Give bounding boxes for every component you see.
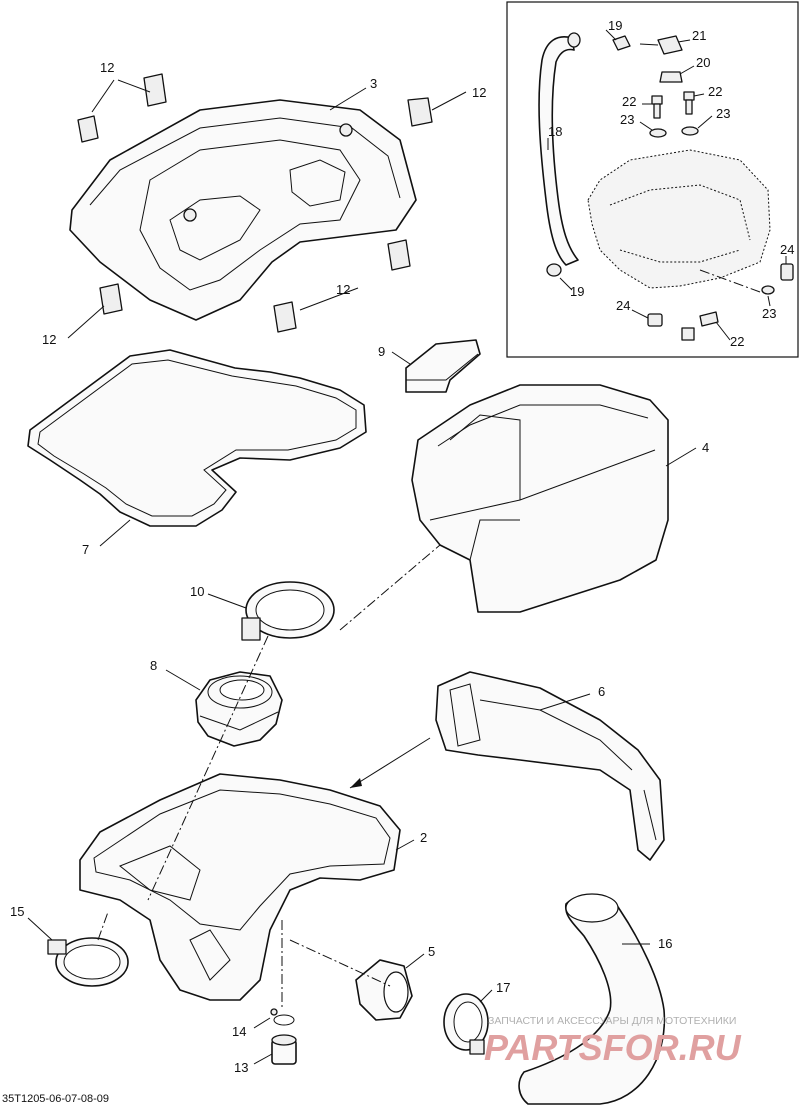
callout-21: 21 bbox=[692, 28, 706, 43]
callout-22-b: 22 bbox=[708, 84, 722, 99]
part-22-bolt-a bbox=[651, 95, 663, 119]
callout-18: 18 bbox=[548, 124, 562, 139]
part-13-drain-plug bbox=[271, 1034, 297, 1065]
callout-12-d: 12 bbox=[42, 332, 56, 347]
callout-24-b: 24 bbox=[616, 298, 630, 313]
part-12-clip-e bbox=[273, 301, 297, 333]
callout-10: 10 bbox=[190, 584, 204, 599]
part-20-cap bbox=[659, 71, 683, 83]
callout-9: 9 bbox=[378, 344, 385, 359]
part-15-hose-clamp bbox=[47, 937, 129, 987]
callout-19-b: 19 bbox=[570, 284, 584, 299]
callout-6: 6 bbox=[598, 684, 605, 699]
callout-15: 15 bbox=[10, 904, 24, 919]
part-12-clip-f bbox=[99, 283, 123, 315]
callout-24-a: 24 bbox=[780, 242, 794, 257]
callout-12-c: 12 bbox=[336, 282, 350, 297]
part-23-washer-right bbox=[761, 285, 775, 295]
part-17-hose-clamp bbox=[443, 993, 489, 1055]
part-23-washer-b bbox=[681, 126, 699, 136]
callout-20: 20 bbox=[696, 55, 710, 70]
callout-4: 4 bbox=[702, 440, 709, 455]
part-22-bolt-b bbox=[683, 91, 695, 115]
part-24-nut-lower bbox=[647, 313, 663, 327]
part-5-adapter bbox=[355, 959, 413, 1021]
part-18-hose bbox=[538, 36, 579, 266]
part-19-clamp-top bbox=[567, 32, 581, 48]
callout-17: 17 bbox=[496, 980, 510, 995]
part-19-fitting bbox=[612, 35, 631, 51]
inset-axis-line bbox=[699, 269, 761, 293]
callout-3: 3 bbox=[370, 76, 377, 91]
part-23-washer-a bbox=[649, 128, 667, 138]
part-10-clamp-ring bbox=[241, 581, 335, 641]
watermark-tagline: ЗАПЧАСТИ И АКСЕССУАРЫ ДЛЯ МОТОТЕХНИКИ bbox=[488, 1015, 736, 1027]
callout-12-a: 12 bbox=[100, 60, 114, 75]
reference-code: 35T1205-06-07-08-09 bbox=[2, 1093, 109, 1105]
leader-lines bbox=[27, 29, 787, 1065]
watermark-brand: PARTSFOR.RU bbox=[484, 1027, 742, 1068]
callout-8: 8 bbox=[150, 658, 157, 673]
part-2-lower-airbox bbox=[79, 773, 401, 1001]
callout-12-b: 12 bbox=[472, 85, 486, 100]
part-6-intake-duct bbox=[435, 671, 665, 861]
part-21-elbow-fitting bbox=[639, 35, 683, 55]
part-14-o-ring bbox=[270, 1008, 295, 1026]
callout-13: 13 bbox=[234, 1060, 248, 1075]
inset-airbox-ghost bbox=[587, 149, 771, 289]
callout-19-a: 19 bbox=[608, 18, 622, 33]
part-9-foam-filter bbox=[405, 339, 481, 393]
part-19-clamp-bottom bbox=[546, 263, 562, 277]
callout-7: 7 bbox=[82, 542, 89, 557]
part-12-clip-c bbox=[407, 97, 433, 127]
callout-16: 16 bbox=[658, 936, 672, 951]
callout-5: 5 bbox=[428, 944, 435, 959]
callout-2: 2 bbox=[420, 830, 427, 845]
callout-23-a: 23 bbox=[620, 112, 634, 127]
part-12-clip-a bbox=[77, 115, 99, 143]
part-8-rubber-boot bbox=[195, 671, 283, 747]
part-3-airbox-cover bbox=[69, 99, 417, 321]
callout-23-b: 23 bbox=[716, 106, 730, 121]
part-16-intake-hose bbox=[518, 893, 666, 1105]
callout-14: 14 bbox=[232, 1024, 246, 1039]
part-7-gasket bbox=[27, 349, 367, 527]
part-12-clip-b bbox=[143, 73, 167, 107]
detail-inset-frame bbox=[506, 1, 799, 358]
part-24-nut-right bbox=[780, 263, 794, 281]
part-22-bolt-lower bbox=[681, 311, 719, 341]
callout-22-a: 22 bbox=[622, 94, 636, 109]
callout-23-c: 23 bbox=[762, 306, 776, 321]
assembly-lines bbox=[97, 544, 441, 1010]
part-4-filter-housing bbox=[411, 384, 669, 613]
part-12-clip-d bbox=[387, 239, 411, 271]
callout-22-c: 22 bbox=[730, 334, 744, 349]
